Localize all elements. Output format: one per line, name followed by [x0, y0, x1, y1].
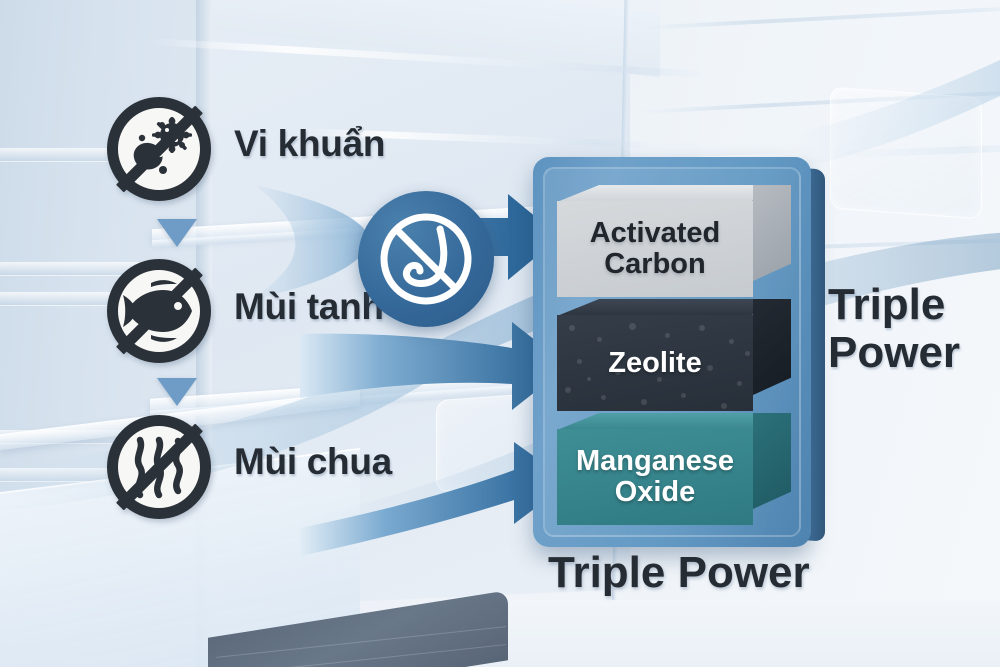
no-fish-icon: [107, 259, 211, 363]
arrow-to-zeolite: [300, 322, 568, 410]
no-bacteria-icon: [107, 97, 211, 201]
block-front-face: Activated Carbon: [557, 201, 753, 297]
flow-chevron-icon: [157, 378, 197, 406]
block-side-face: [753, 299, 791, 395]
flow-chevron-icon: [157, 219, 197, 247]
caption-line1: Triple: [828, 280, 946, 329]
block-top-face: [557, 413, 791, 430]
fridge-floor-light: [440, 600, 1000, 667]
odor-label-fishy: Mùi tanh: [234, 286, 384, 327]
block-front-face: Zeolite: [557, 315, 753, 411]
block-front-face: Manganese Oxide: [557, 429, 753, 525]
block-side-face: [753, 413, 791, 509]
caption-triple-power-right: Triple Power: [828, 281, 960, 376]
layer-label-line1: Manganese: [576, 445, 734, 478]
layer-label-line1: Activated: [589, 217, 721, 250]
caption-line2: Power: [828, 327, 961, 377]
arrow-to-manganese-oxide: [300, 442, 570, 556]
layer-label-line1: Zeolite: [608, 346, 702, 379]
layer-label-line2: Oxide: [614, 476, 696, 508]
block-top-face: [557, 299, 791, 316]
no-smell-nose-icon: [358, 191, 494, 327]
block-side-face: [753, 185, 791, 281]
nose-prohibited-glyph: [380, 213, 472, 305]
triple-power-filter-panel: Activated Carbon: [533, 157, 825, 547]
odor-label-sour: Mùi chua: [234, 441, 392, 482]
zeolite-speckles: [557, 315, 753, 411]
block-top-face: [557, 185, 791, 202]
no-sour-smell-icon: [107, 415, 211, 519]
odor-label-bacteria: Vi khuẩn: [234, 123, 386, 164]
caption-triple-power-bottom: Triple Power: [548, 548, 810, 597]
layer-label-line2: Carbon: [604, 248, 706, 280]
